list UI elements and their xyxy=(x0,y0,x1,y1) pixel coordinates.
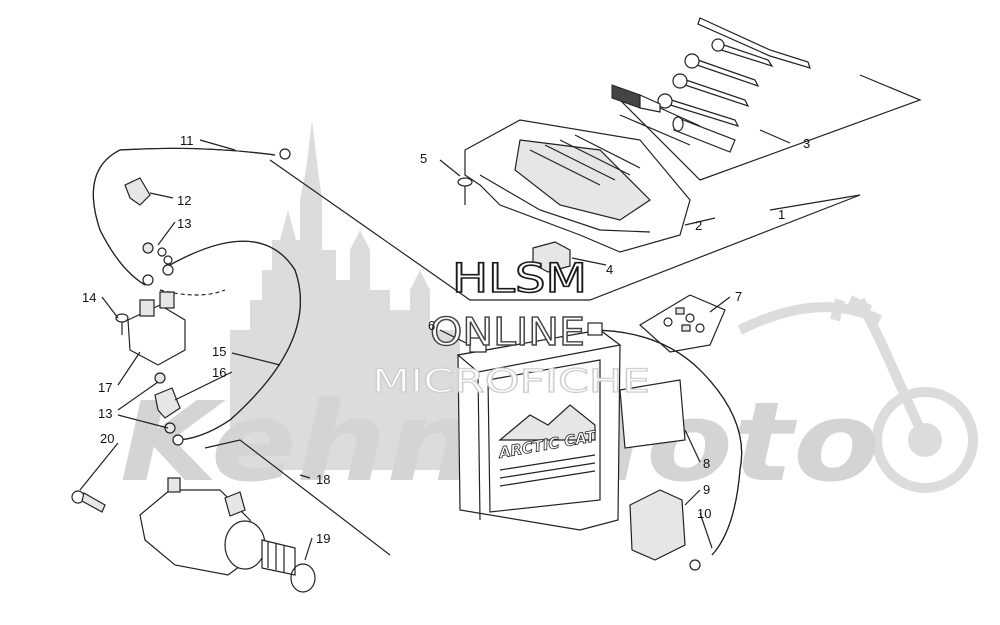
callout-12: 12 xyxy=(177,193,191,208)
callout-8: 8 xyxy=(703,456,710,471)
callout-7: 7 xyxy=(735,289,742,304)
starter-bracket xyxy=(204,439,391,556)
callout-13b: 13 xyxy=(98,406,112,421)
callout-10: 10 xyxy=(697,506,711,521)
battery: ARCTIC CAT xyxy=(456,329,622,531)
callout-6: 6 xyxy=(428,318,435,333)
callout-9: 9 xyxy=(703,482,710,497)
starter-screw-20 xyxy=(71,490,106,513)
tool-kit-bracket xyxy=(614,74,922,181)
watermark-line1: HLSM xyxy=(452,256,587,302)
callout-4: 4 xyxy=(606,262,613,277)
tool-tray xyxy=(464,119,691,253)
terminal-boot-16 xyxy=(154,387,181,419)
skyline-silhouette xyxy=(230,120,460,470)
callout-14: 14 xyxy=(82,290,96,305)
callout-11: 11 xyxy=(180,133,194,148)
watermark-line2: ONLINE xyxy=(430,310,585,354)
foam-pad-4 xyxy=(532,241,571,273)
battery-sticker xyxy=(619,379,686,449)
callout-19: 19 xyxy=(316,531,330,546)
callout-13a: 13 xyxy=(177,216,191,231)
o-ring-19 xyxy=(290,563,316,593)
tool-kit xyxy=(611,17,811,153)
callout-5: 5 xyxy=(420,151,427,166)
starter-motor xyxy=(139,477,296,576)
callout-16: 16 xyxy=(212,365,226,380)
starter-solenoid xyxy=(115,242,226,446)
watermark-line3: MICROFICHE xyxy=(372,362,650,400)
ring-terminal-10 xyxy=(689,559,701,571)
ring-terminal-11 xyxy=(279,148,291,160)
tray-screw xyxy=(457,177,473,205)
leader-lines xyxy=(79,129,791,561)
callout-3: 3 xyxy=(803,136,810,151)
hardware-pack xyxy=(638,294,726,353)
callout-15: 15 xyxy=(212,344,226,359)
leader-1 xyxy=(769,194,861,211)
foam-pad-9 xyxy=(629,489,686,561)
callout-18: 18 xyxy=(316,472,330,487)
callout-labels: 1 2 3 4 5 6 7 8 9 10 11 12 13 13 14 15 1… xyxy=(82,133,810,546)
battery-mountain-icon xyxy=(498,404,596,441)
terminal-boot-12 xyxy=(124,177,151,206)
callout-20: 20 xyxy=(100,431,114,446)
callout-1: 1 xyxy=(778,207,785,222)
callout-2: 2 xyxy=(695,218,702,233)
motorcycle-silhouette xyxy=(737,295,978,493)
callout-17: 17 xyxy=(98,380,112,395)
assembly-1-bracket xyxy=(269,159,861,301)
